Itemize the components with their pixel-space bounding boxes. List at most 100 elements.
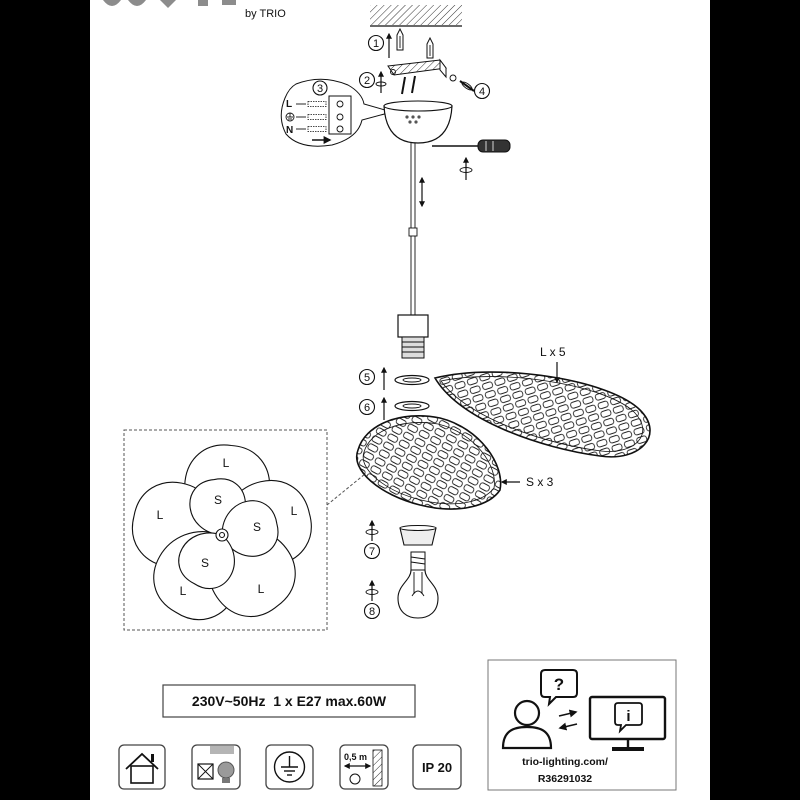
step-2-number: 2 [364, 75, 370, 87]
tighten-rotate-icon [459, 156, 473, 180]
step-4-number: 4 [479, 86, 485, 98]
house-walls [130, 765, 154, 784]
bulb-cap [410, 551, 426, 571]
rotate-icon [365, 589, 379, 595]
petal-label: L [291, 504, 298, 518]
canopy-rim [383, 100, 453, 112]
electrical-spec: 230V~50Hz 1 x E27 max.60W [162, 684, 416, 718]
exchange-arrows-icon [558, 709, 578, 731]
logo-letter-fragment [222, 0, 236, 5]
screwdriver-icon [432, 139, 511, 153]
wall-hatch [372, 749, 383, 787]
petal-label: L [223, 456, 230, 470]
suspension-cable [408, 143, 418, 315]
fixing-ring [394, 374, 430, 386]
logo-letter-fragment [103, 0, 121, 6]
info-bubble [614, 702, 643, 734]
light-bulb-icon [397, 551, 439, 619]
step-2-badge [358, 71, 376, 89]
live-label: L [286, 99, 292, 110]
ip-rating: IP 20 [422, 760, 452, 775]
step-1-badge [367, 34, 385, 52]
brand-tagline: by TRIO [245, 8, 286, 20]
screw-icon [401, 76, 406, 95]
ceiling [370, 5, 462, 27]
spec-box [162, 684, 416, 718]
question-bubble-icon: ? [540, 669, 578, 707]
bulb-glass [397, 569, 439, 619]
user-head [513, 699, 541, 727]
no-bulb-type-icon [191, 744, 241, 790]
cross-mark [197, 763, 214, 780]
step-6-number: 6 [364, 402, 370, 414]
step-7-badge [363, 542, 381, 560]
logo-letter-fragment [198, 0, 208, 6]
earth-ground-icon [265, 744, 314, 790]
leaf-arrangement-diagram [131, 444, 312, 620]
step-5-badge [358, 368, 376, 386]
large-leaf-rim [440, 376, 644, 452]
user-body [501, 725, 553, 750]
lamp-head-shape [210, 746, 234, 754]
ground-ring [273, 751, 306, 783]
terminal-screw [336, 100, 344, 108]
step-3-wiring-diagram: 3 L N [280, 78, 394, 147]
step-5-number: 5 [364, 372, 370, 384]
terminal-block [328, 95, 352, 135]
step-8-badge [363, 602, 381, 620]
small-leaf [355, 415, 502, 510]
question-mark: ? [554, 675, 564, 694]
nut-icon [449, 74, 457, 82]
ip20-icon: IP 20 [412, 744, 462, 790]
canopy-terminal [405, 115, 421, 124]
fixing-ring-hole [402, 377, 422, 383]
small-petal [178, 532, 235, 590]
question-bubble [540, 669, 578, 707]
house-roof [125, 752, 159, 770]
holder-thread [401, 336, 425, 359]
article-number: R36291032 [538, 773, 592, 785]
lamp-shape [349, 773, 361, 785]
step-7-socket-cup: 7 [363, 519, 437, 560]
terminal-screw [336, 113, 344, 121]
symbol-frame [412, 744, 462, 790]
small-leaf-rim [362, 422, 495, 505]
petal-label: S [201, 556, 209, 570]
ceiling-canopy [383, 100, 453, 144]
bulb-base [222, 778, 230, 783]
terminal-screw [336, 125, 344, 133]
holder-collar [397, 314, 429, 338]
petal-label: S [214, 493, 222, 507]
rotate-arc [459, 167, 473, 173]
large-leaf-count: L x 5 [540, 345, 566, 359]
logo-letter-fragment [160, 0, 176, 8]
user-icon [501, 699, 553, 750]
small-petal [221, 500, 279, 557]
step-1-number: 1 [373, 38, 379, 50]
petal-label: S [253, 520, 261, 534]
step-4-fixing-screws: 4 [449, 74, 491, 100]
bulb-filament [411, 572, 425, 597]
arrow-right [558, 709, 578, 718]
neutral-label: N [286, 125, 293, 136]
brand-logo [103, 0, 236, 8]
monitor-info-icon: i [588, 695, 667, 751]
distance-label: 0,5 m [344, 752, 367, 762]
step-2-mounting-bracket: 2 [358, 58, 447, 95]
bulb-thread [410, 556, 426, 560]
center-hub-hole [218, 531, 226, 539]
large-leaf [433, 371, 651, 458]
fixing-ring [394, 400, 430, 412]
logo-letter-fragment [128, 0, 146, 6]
bulb-shape [217, 761, 235, 779]
bracket-tab [439, 58, 447, 79]
wire-rows [296, 101, 327, 132]
minimum-distance-icon: 0,5 m [339, 744, 389, 790]
petal-label: L [157, 508, 164, 522]
petal-labels: L S L S L S L L [157, 456, 298, 598]
ceiling-hatch [370, 5, 462, 25]
large-leaf-shade [433, 371, 651, 458]
step-6-badge [358, 398, 376, 416]
canopy-dome [383, 105, 453, 144]
